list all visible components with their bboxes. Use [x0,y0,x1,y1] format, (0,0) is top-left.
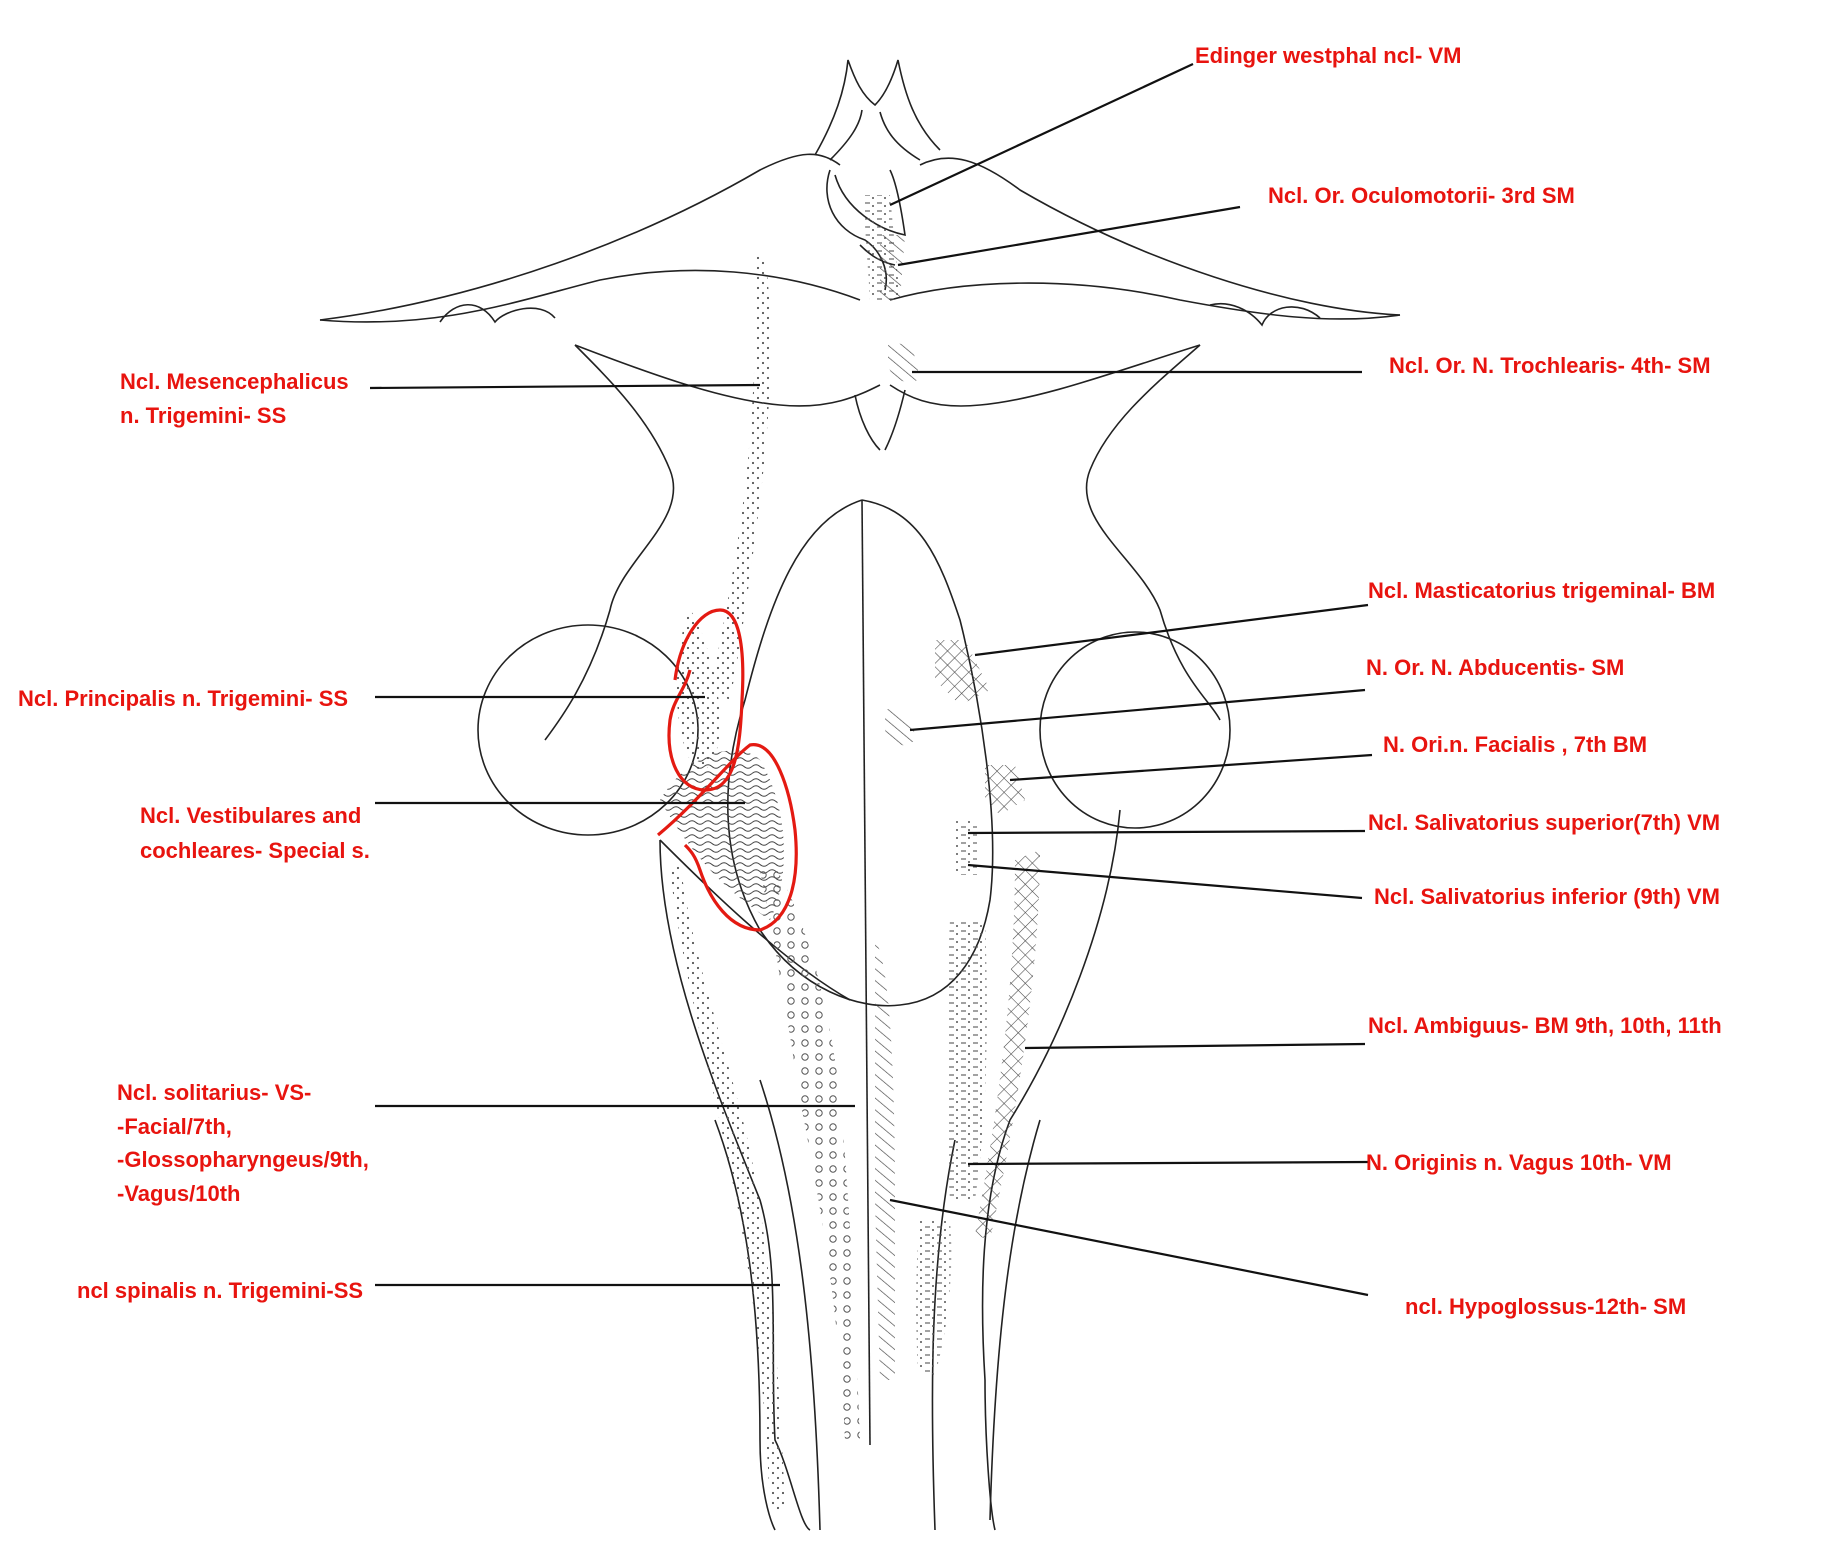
label-abducentis: N. Or. N. Abducentis- SM [1366,655,1624,680]
brainstem-outline [319,59,1401,1531]
label-hypoglossus: ncl. Hypoglossus-12th- SM [1405,1294,1686,1319]
dorsal-vagal-nucleus-lower [915,1220,952,1375]
leader-edinger [889,63,1194,206]
masticatory-nucleus [935,640,990,705]
label-vestibulares-1: Ncl. Vestibulares and [140,803,361,828]
label-mesencephalicus-2: n. Trigemini- SS [120,403,286,428]
dorsal-vagal-nucleus [946,920,987,1200]
nucleus-ambiguus [975,850,1040,1240]
hypoglossal-nucleus [875,940,895,1380]
label-solitarius-3: -Glossopharyngeus/9th, [117,1147,369,1172]
leader-facialis [1009,753,1373,782]
principal-trigeminal-nucleus [676,610,720,770]
leader-vagus [967,1160,1369,1166]
label-spinalis: ncl spinalis n. Trigemini-SS [77,1278,363,1303]
abducens-nucleus [885,709,915,746]
labels: Edinger westphal ncl- VM Ncl. Or. Oculom… [18,43,1722,1319]
facial-motor-nucleus [985,765,1025,815]
label-principalis: Ncl. Principalis n. Trigemini- SS [18,686,348,711]
label-solitarius-4: -Vagus/10th [117,1181,240,1206]
trochlear-nucleus [888,343,919,382]
red-highlights [656,608,798,932]
label-ambiguus: Ncl. Ambiguus- BM 9th, 10th, 11th [1368,1013,1722,1038]
leader-oculomotorii [897,205,1241,267]
label-facialis: N. Ori.n. Facialis , 7th BM [1383,732,1647,757]
label-mesencephalicus-1: Ncl. Mesencephalicus [120,369,349,394]
principalis-highlight [667,608,745,792]
label-vagus: N. Originis n. Vagus 10th- VM [1366,1150,1672,1175]
vestibular-nuclei [660,750,784,920]
label-solitarius-1: Ncl. solitarius- VS- [117,1080,311,1105]
leader-abducentis [909,688,1366,732]
label-solitarius-2: -Facial/7th, [117,1114,232,1139]
solitary-nucleus [760,860,860,1440]
label-oculomotorii: Ncl. Or. Oculomotorii- 3rd SM [1268,183,1575,208]
label-vestibulares-2: cochleares- Special s. [140,838,370,863]
nuclei [660,195,1040,1510]
leader-hypoglossus [889,1198,1369,1297]
leader-lines [369,63,1373,1297]
label-masticatorius: Ncl. Masticatorius trigeminal- BM [1368,578,1715,603]
salivatory-nuclei [955,820,977,875]
edinger-westphal-region [880,235,905,300]
leader-mesencephalicus [369,383,761,390]
label-edinger: Edinger westphal ncl- VM [1195,43,1461,68]
leader-masticatorius [974,603,1369,657]
leader-ambiguus [1024,1042,1366,1050]
leader-salivatorius-sup [967,829,1366,835]
vestibular-highlight [656,743,798,932]
mesencephalic-trigeminal-nucleus [710,255,771,700]
label-salivatorius-inf: Ncl. Salivatorius inferior (9th) VM [1374,884,1720,909]
spinal-trigeminal-nucleus [670,860,785,1510]
label-trochlearis: Ncl. Or. N. Trochlearis- 4th- SM [1389,353,1711,378]
leader-salivatorius-inf [967,863,1363,900]
label-salivatorius-sup: Ncl. Salivatorius superior(7th) VM [1368,810,1720,835]
